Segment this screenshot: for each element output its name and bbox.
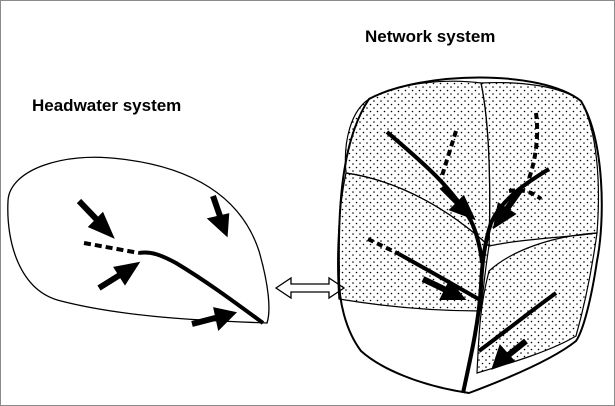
- network-main-stem: [461, 167, 551, 394]
- headwater-catchment-outline: [7, 156, 270, 324]
- headwater-flow-arrows: [76, 195, 238, 332]
- network-system: [337, 76, 603, 395]
- headwater-main-channel: [138, 250, 265, 325]
- headwater-system-label: Headwater system: [32, 96, 182, 115]
- double-headed-arrow: [274, 276, 346, 300]
- network-tributary-lower-left: [398, 252, 483, 303]
- headwater-system: [7, 156, 270, 332]
- network-tributary-lower-right: [477, 291, 558, 353]
- network-catchment-outline: [337, 76, 603, 395]
- subcatchment-lower-right: [476, 232, 598, 374]
- headwater-ephemeral-channel: [83, 241, 140, 255]
- network-flow-arrows: [421, 184, 528, 370]
- network-ephemeral-channels: [367, 112, 543, 256]
- network-system-label: Network system: [365, 27, 496, 46]
